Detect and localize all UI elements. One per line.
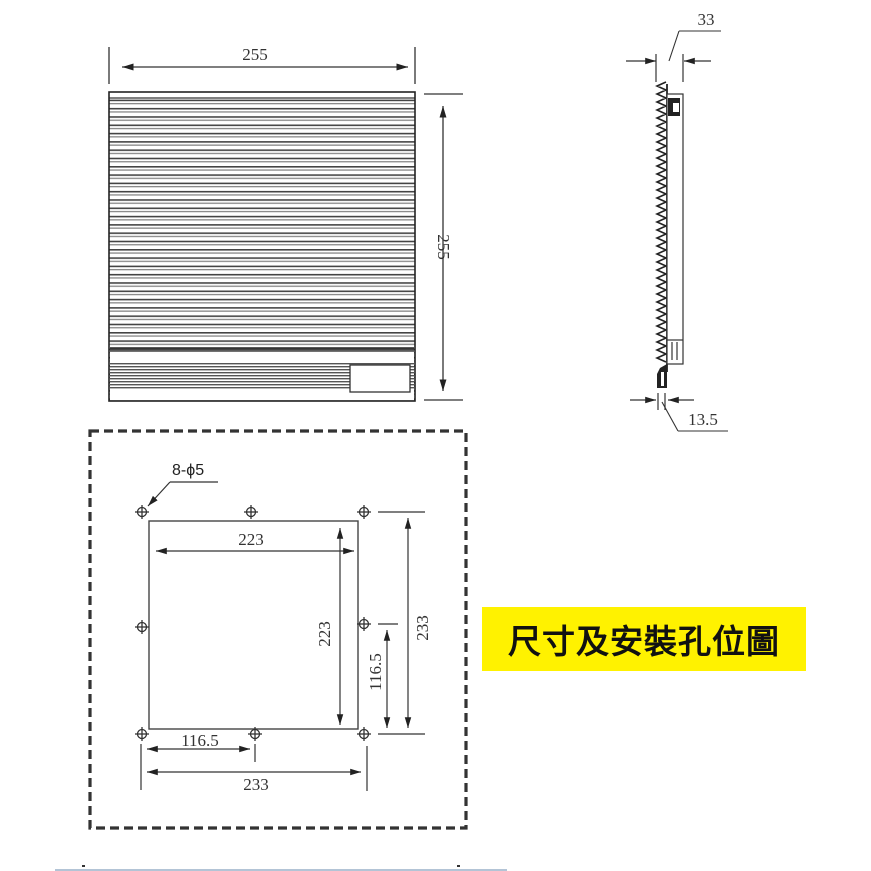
bottom-divider xyxy=(55,865,507,871)
hole-icon xyxy=(357,727,371,741)
hole-icon xyxy=(135,505,149,519)
side-view xyxy=(626,30,728,432)
front-height-dimension: 255 xyxy=(434,234,453,260)
hole-icon xyxy=(244,505,258,519)
hole-pitch-horizontal-dimension: 233 xyxy=(243,775,269,794)
mounting-view xyxy=(88,429,468,830)
inner-width-dimension: 223 xyxy=(238,530,264,549)
side-protrusion-dimension: 13.5 xyxy=(688,410,718,429)
half-pitch-horizontal-dimension: 116.5 xyxy=(181,731,219,750)
caption-banner: 尺寸及安裝孔位圖 xyxy=(482,607,806,671)
hole-icon xyxy=(135,620,149,634)
side-depth-dimension: 33 xyxy=(698,10,715,29)
hole-icon xyxy=(248,727,262,741)
hole-pitch-vertical-dimension: 233 xyxy=(413,615,432,641)
hole-icon xyxy=(135,727,149,741)
inner-height-dimension: 223 xyxy=(315,621,334,647)
hole-icon xyxy=(357,505,371,519)
front-view xyxy=(108,47,463,402)
front-width-dimension: 255 xyxy=(242,45,268,64)
hole-count-label: 8-ϕ5 xyxy=(172,462,204,479)
caption-text: 尺寸及安裝孔位圖 xyxy=(508,622,780,661)
hole-icon xyxy=(357,617,371,631)
half-pitch-vertical-dimension: 116.5 xyxy=(366,653,385,691)
mounting-holes xyxy=(135,505,371,741)
